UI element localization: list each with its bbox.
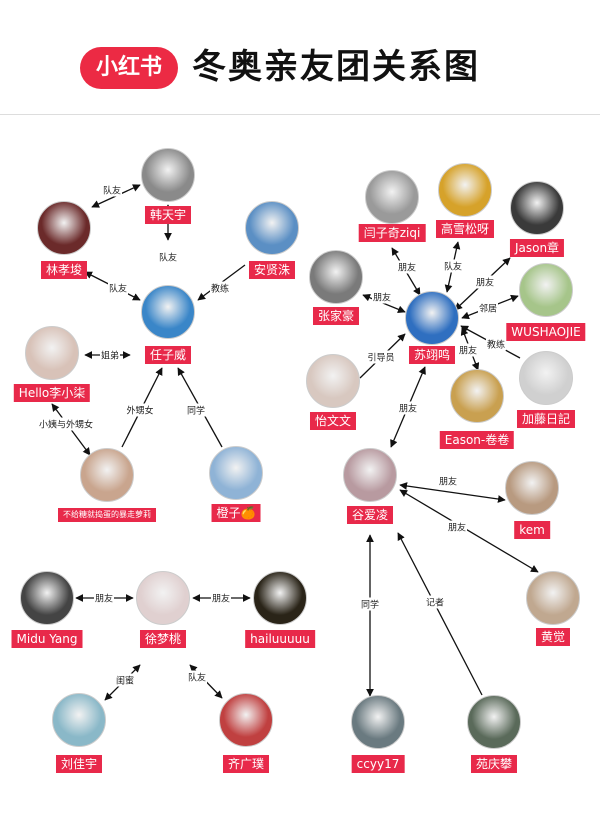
avatar[interactable]	[438, 163, 492, 217]
relation-arrow	[397, 532, 483, 696]
avatar[interactable]	[351, 695, 405, 749]
name-label: 橙子🍊	[211, 504, 261, 522]
name-label: 不给糖就捣蛋的暴走萝莉	[58, 508, 156, 522]
avatar[interactable]	[219, 693, 273, 747]
name-label: kem	[514, 521, 550, 539]
avatar[interactable]	[253, 571, 307, 625]
relation-label: 队友	[101, 183, 123, 197]
avatar[interactable]	[467, 695, 521, 749]
avatar[interactable]	[141, 148, 195, 202]
relation-label: 朋友	[474, 275, 496, 289]
avatar[interactable]	[37, 201, 91, 255]
avatar[interactable]	[245, 201, 299, 255]
name-label: 韩天宇	[144, 206, 192, 224]
name-label: 齐广璞	[222, 755, 270, 773]
name-label: 闫子奇ziqi	[358, 224, 426, 242]
relation-label: 朋友	[446, 520, 468, 534]
name-label: 林孝埈	[40, 261, 88, 279]
name-label: Eason-卷卷	[439, 431, 515, 449]
avatar[interactable]	[526, 571, 580, 625]
relation-label: 教练	[209, 281, 231, 295]
name-label: Jason章	[509, 239, 565, 257]
name-label: Midu Yang	[11, 630, 83, 648]
name-label: 安贤洙	[248, 261, 296, 279]
avatar[interactable]	[306, 354, 360, 408]
name-label: 任子威	[144, 346, 192, 364]
avatar[interactable]	[25, 326, 79, 380]
name-label: 刘佳宇	[55, 755, 103, 773]
relation-label: 同学	[359, 597, 381, 611]
avatar[interactable]	[365, 170, 419, 224]
relation-arrow	[362, 294, 406, 313]
avatar[interactable]	[519, 351, 573, 405]
avatar[interactable]	[450, 369, 504, 423]
divider	[0, 114, 600, 115]
name-label: ccyy17	[351, 755, 405, 773]
relation-label: 姐弟	[99, 348, 121, 362]
avatar[interactable]	[405, 291, 459, 345]
relation-label: 朋友	[457, 343, 479, 357]
avatar[interactable]	[209, 446, 263, 500]
xiaohongshu-logo: 小红书	[80, 47, 178, 89]
relation-label: 队友	[157, 250, 179, 264]
avatar[interactable]	[80, 448, 134, 502]
avatar[interactable]	[136, 571, 190, 625]
name-label: Hello李小柒	[13, 384, 91, 402]
relation-label: 朋友	[396, 260, 418, 274]
avatar[interactable]	[510, 181, 564, 235]
relation-label: 教练	[485, 337, 507, 351]
relation-label: 队友	[107, 281, 129, 295]
relation-label: 记者	[424, 595, 446, 609]
name-label: 苑庆攀	[470, 755, 518, 773]
name-label: WUSHAOJIE	[506, 323, 586, 341]
relation-label: 朋友	[437, 474, 459, 488]
relation-arrow	[399, 489, 539, 573]
name-label: 徐梦桃	[139, 630, 187, 648]
avatar[interactable]	[343, 448, 397, 502]
avatar[interactable]	[52, 693, 106, 747]
avatar[interactable]	[519, 263, 573, 317]
name-label: 高雪松呀	[435, 220, 495, 238]
relation-label: 邻居	[477, 301, 499, 315]
avatar[interactable]	[309, 250, 363, 304]
relation-label: 引导员	[366, 350, 396, 364]
name-label: 加藤日記	[516, 410, 576, 428]
avatar[interactable]	[505, 461, 559, 515]
relation-label: 同学	[185, 403, 207, 417]
relation-label: 闺蜜	[114, 673, 136, 687]
relation-label: 朋友	[93, 591, 115, 605]
name-label: 黄觉	[535, 628, 571, 646]
name-label: 张家豪	[312, 307, 360, 325]
relation-label: 队友	[186, 670, 208, 684]
relation-label: 朋友	[397, 401, 419, 415]
relation-label: 小姨与外甥女	[37, 417, 95, 431]
relation-label: 朋友	[210, 591, 232, 605]
avatar[interactable]	[20, 571, 74, 625]
name-label: hailuuuuu	[245, 630, 315, 648]
relation-label: 外甥女	[125, 403, 155, 417]
avatar[interactable]	[141, 285, 195, 339]
page-title: 冬奥亲友团关系图	[192, 47, 480, 87]
name-label: 怡文文	[309, 412, 357, 430]
name-label: 苏翊鸣	[408, 346, 456, 364]
relation-label: 朋友	[371, 290, 393, 304]
relation-label: 队友	[442, 259, 464, 273]
name-label: 谷爱凌	[346, 506, 394, 524]
